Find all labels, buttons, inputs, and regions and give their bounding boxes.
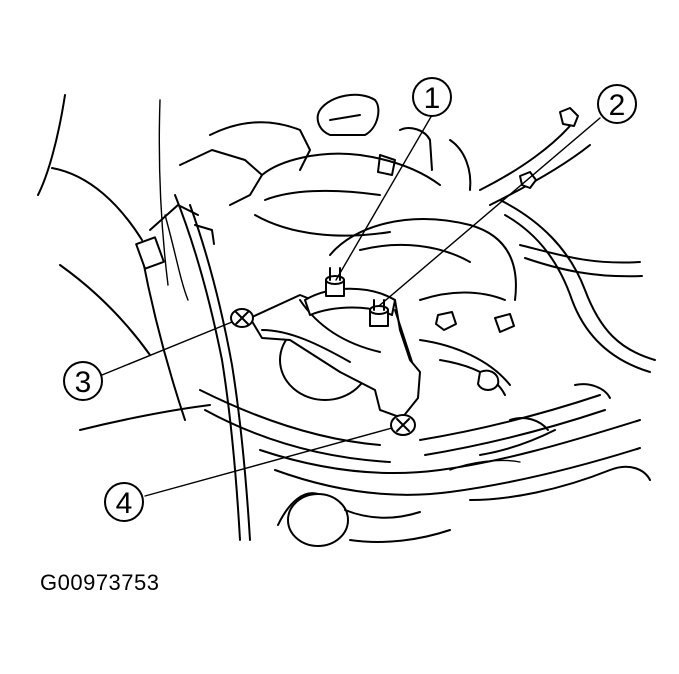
callout-3-label: 3 xyxy=(75,366,92,399)
bolt-3 xyxy=(230,308,254,328)
callout-leaders xyxy=(101,114,601,497)
stud-nut-1 xyxy=(325,267,345,297)
bolt-4 xyxy=(390,414,416,436)
callout-1-label: 1 xyxy=(424,82,441,115)
callout-1: 1 xyxy=(412,77,452,117)
callout-2-label: 2 xyxy=(609,89,626,122)
figure-id: G00973753 xyxy=(40,570,160,595)
leader-line-4 xyxy=(144,427,393,497)
engine-mount-bracket xyxy=(249,287,421,419)
transmission-case xyxy=(329,218,611,399)
leader-line-1 xyxy=(335,114,433,281)
callout-4: 4 xyxy=(104,482,144,522)
leader-line-2 xyxy=(379,117,601,306)
callout-3: 3 xyxy=(63,361,103,401)
stud-nut-2 xyxy=(369,299,389,327)
wiring-harness xyxy=(135,194,251,541)
reservoir-housing xyxy=(179,93,472,237)
callout-2: 2 xyxy=(597,84,637,124)
right-hoses xyxy=(479,107,656,373)
leader-line-3 xyxy=(101,321,233,376)
lower-crossmember xyxy=(199,389,651,547)
callout-4-label: 4 xyxy=(116,487,133,520)
